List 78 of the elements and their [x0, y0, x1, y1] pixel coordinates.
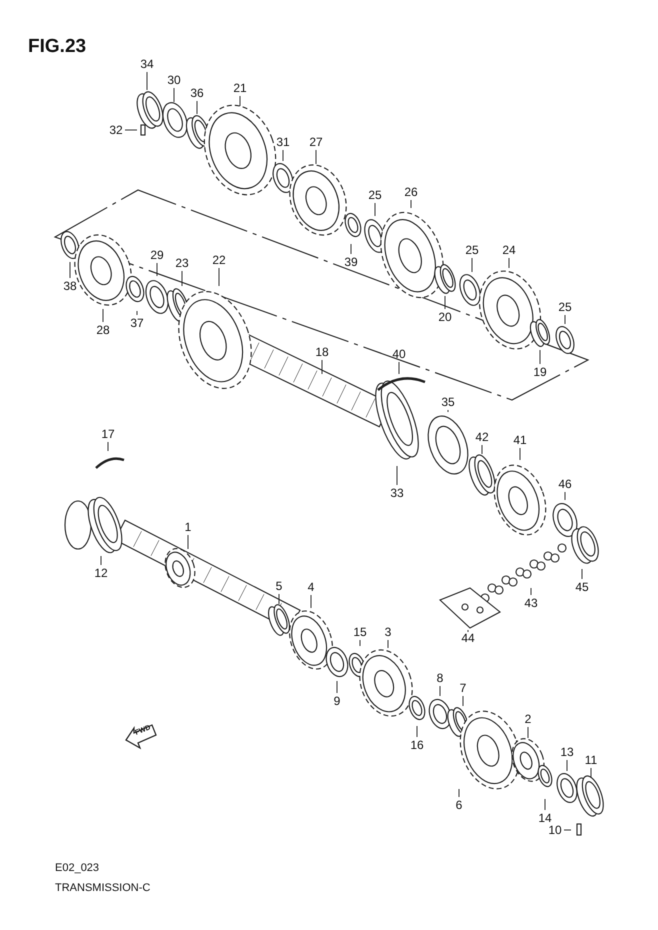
leader-line [410, 200, 412, 208]
callout-number: 23 [175, 256, 189, 270]
leader-line [374, 202, 376, 216]
callout-number: 25 [465, 243, 479, 257]
leader-line [146, 72, 148, 90]
leader-line [462, 696, 464, 706]
callout-number: 43 [524, 596, 538, 610]
leader-line [350, 244, 352, 254]
callout-number: 30 [167, 73, 181, 87]
leader-line [136, 310, 138, 316]
leader-line [336, 680, 338, 694]
callout-number: 2 [524, 712, 532, 726]
callout-number: 36 [190, 86, 204, 100]
callout-number: 22 [212, 253, 226, 267]
callout-number: 26 [404, 185, 418, 199]
callout-number: 21 [233, 81, 247, 95]
callout-number: 10 [548, 823, 562, 837]
callout-number: 28 [96, 323, 110, 337]
caption-text: E02_023 [55, 862, 100, 874]
leader-line [102, 308, 104, 322]
callout-number: 24 [502, 243, 516, 257]
leader-line [530, 588, 532, 596]
callout-number: 16 [410, 738, 424, 752]
callout-number: 9 [334, 694, 340, 708]
leader-line [564, 314, 566, 324]
callout-number: 5 [276, 579, 282, 593]
callout-number: 46 [558, 477, 572, 491]
leader-line [544, 798, 546, 810]
callout-number: 25 [368, 188, 382, 202]
leader-line [564, 492, 566, 500]
leader-line [156, 262, 158, 276]
callout-number: 19 [533, 365, 547, 379]
callout-number: 40 [392, 347, 406, 361]
leader-line [218, 268, 220, 286]
leader-line [398, 362, 400, 374]
leader-line [444, 296, 446, 310]
leader-line [282, 150, 284, 162]
callout-number: 14 [538, 811, 552, 825]
callout-number: 7 [460, 681, 466, 695]
leader-line [590, 768, 592, 778]
callout-number: 20 [438, 310, 452, 324]
callout-number: 17 [101, 427, 115, 441]
callout-number: 42 [475, 430, 489, 444]
callout-number: 33 [390, 486, 404, 500]
callout-number: 31 [276, 135, 290, 149]
callout-number: 37 [130, 316, 144, 330]
caption-text: TRANSMISSION-C [55, 882, 150, 894]
callout-number: 15 [353, 625, 367, 639]
leader-line [278, 594, 280, 604]
callout-number: 29 [150, 248, 164, 262]
callout-number: 44 [461, 631, 475, 645]
callout-number: 13 [560, 745, 574, 759]
callout-number: 35 [441, 395, 455, 409]
callout-number: 4 [308, 580, 314, 594]
leader-line [196, 100, 198, 114]
leader-line [396, 466, 398, 486]
callout-number: 3 [384, 625, 392, 639]
callout-number: 18 [315, 345, 329, 359]
leader-line [508, 258, 510, 268]
callout-number: 27 [309, 135, 323, 149]
leader-line [310, 594, 312, 608]
leader-line [458, 788, 460, 798]
callout-number: 12 [94, 566, 108, 580]
callout-number: 38 [63, 279, 77, 293]
callout-number: 45 [575, 580, 589, 594]
leader-line [416, 726, 418, 738]
callout-number: 39 [344, 255, 358, 269]
callout-number: 11 [584, 753, 598, 767]
leader-line [566, 760, 568, 772]
callout-number: 6 [456, 798, 462, 812]
callout-number: 25 [558, 300, 572, 314]
callout-number: 1 [184, 520, 192, 534]
figure-title: FIG.23 [28, 36, 86, 58]
leader-line [100, 556, 102, 566]
callout-number: 32 [109, 123, 123, 137]
callout-number: 34 [140, 57, 154, 71]
callout-number: 8 [436, 671, 444, 685]
callout-number: 41 [513, 433, 527, 447]
